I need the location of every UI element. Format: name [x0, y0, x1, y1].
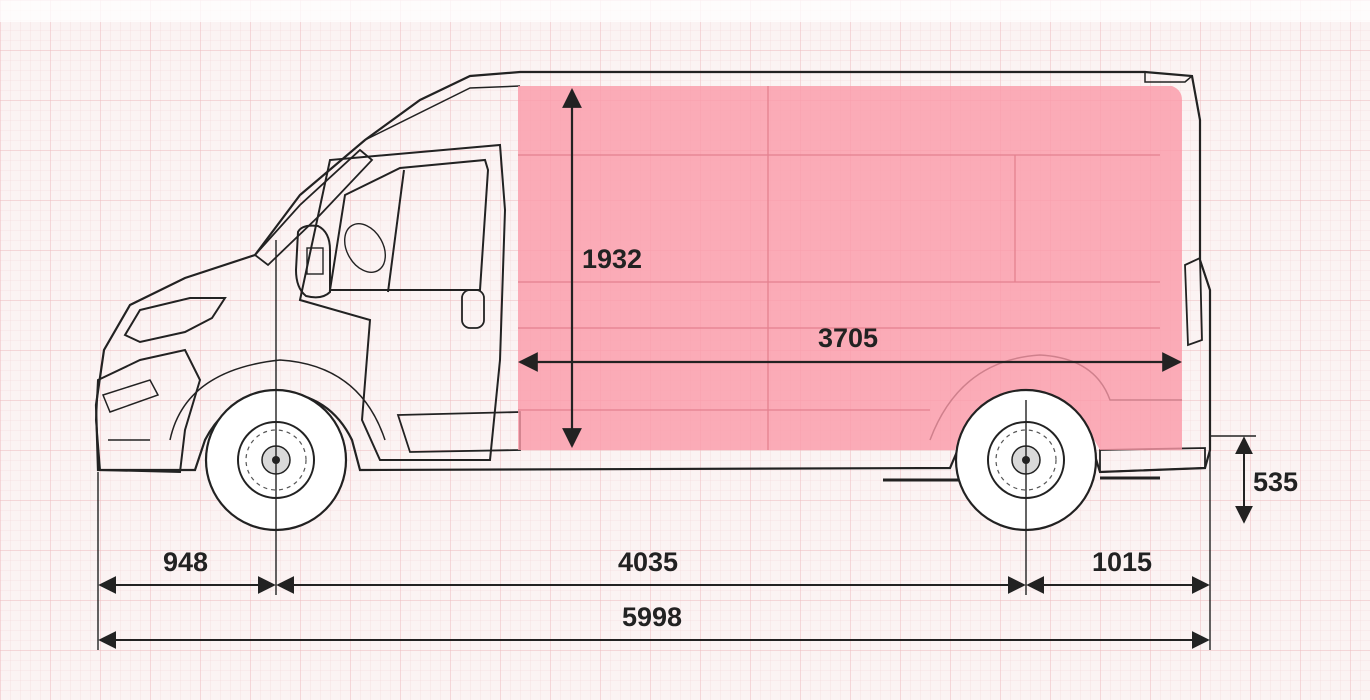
sill-height-label: 535 [1253, 467, 1298, 497]
front-overhang-label: 948 [163, 547, 208, 577]
cab-side-window [328, 158, 490, 291]
cargo-height-label: 1932 [582, 244, 642, 274]
front-bumper [94, 348, 202, 474]
door-handle [461, 289, 485, 329]
cargo-panel-lines [518, 86, 1160, 450]
headlamp [123, 297, 227, 344]
windshield [253, 148, 374, 267]
cab-door [298, 143, 507, 461]
extension-lines [97, 240, 1256, 650]
wheelbase-label: 4035 [618, 547, 678, 577]
rear-overhang-label: 1015 [1092, 547, 1152, 577]
cargo-length-label: 3705 [818, 323, 878, 353]
side-mirror [294, 224, 331, 299]
top-margin-band [0, 0, 1370, 22]
overall-length-label: 5998 [622, 602, 682, 632]
